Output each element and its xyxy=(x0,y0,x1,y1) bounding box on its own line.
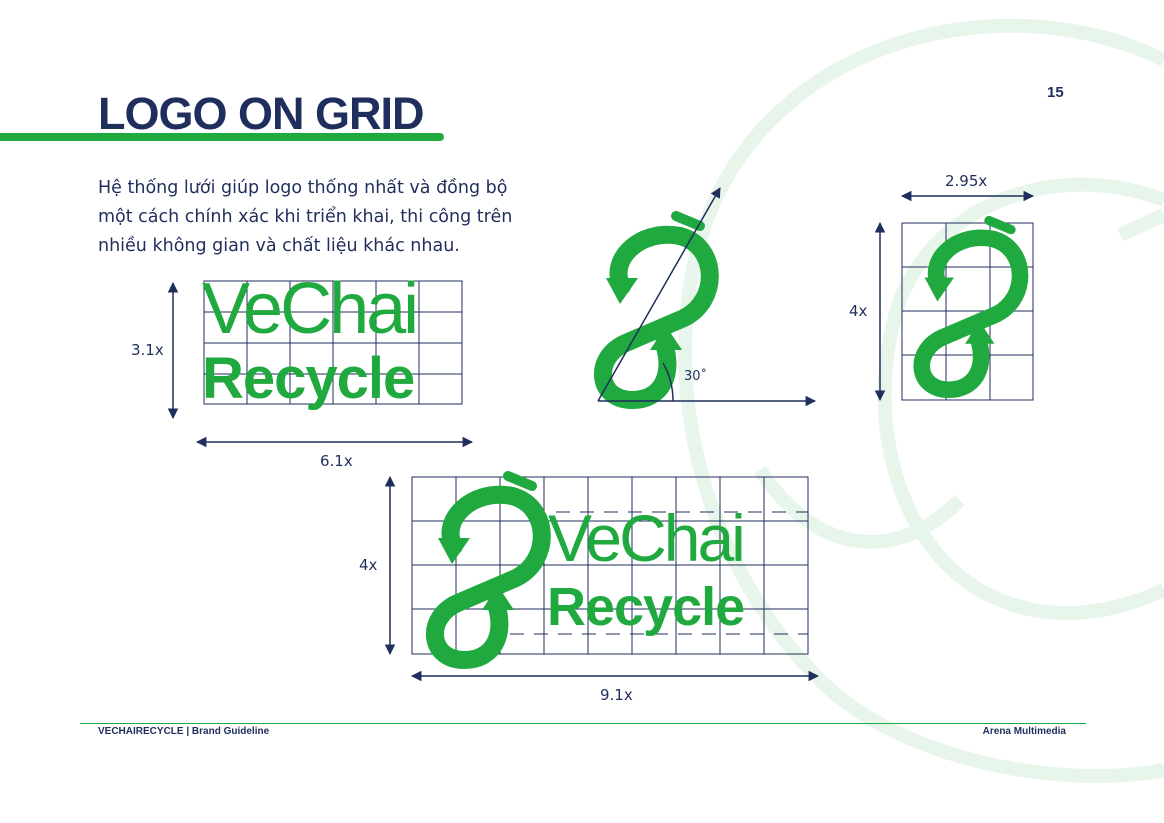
angle-label: 30˚ xyxy=(684,369,708,384)
wordmark-width-label: 6.1x xyxy=(320,452,353,470)
full-logo-grid xyxy=(411,476,809,655)
wordmark-vechai: VeChai xyxy=(202,269,419,349)
wordmark-recycle: Recycle xyxy=(202,346,415,411)
footer-divider xyxy=(80,723,1086,724)
intro-paragraph: Hệ thống lưới giúp logo thống nhất và đồ… xyxy=(98,178,513,256)
wordmark-height-label: 3.1x xyxy=(131,341,164,359)
title-underline xyxy=(0,133,444,141)
symbol-height-label: 4x xyxy=(849,302,868,320)
full-logo-vechai: VeChai xyxy=(548,501,746,575)
footer-agency: Arena Multimedia xyxy=(982,726,1066,737)
full-height-label: 4x xyxy=(359,556,378,574)
angle-arc xyxy=(662,362,674,402)
page-title: LOGO ON GRID xyxy=(98,88,424,139)
full-logo-recycle: Recycle xyxy=(547,577,745,637)
angle-axis-diagonal xyxy=(597,187,721,402)
wordmark-grid xyxy=(203,280,463,405)
footer-brand: VECHAIRECYCLE | Brand Guideline xyxy=(98,726,270,737)
full-width-label: 9.1x xyxy=(600,686,633,704)
symbol-width-label: 2.95x xyxy=(945,172,988,190)
page-number: 15 xyxy=(1047,84,1064,101)
